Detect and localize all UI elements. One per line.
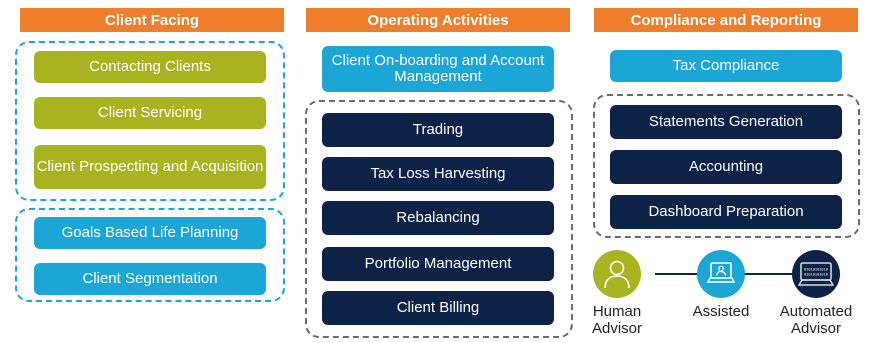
laptop-person-icon bbox=[706, 262, 736, 283]
portfolio-management-box: Portfolio Management bbox=[322, 247, 554, 281]
client-prospecting-box: Client Prospecting and Acquisition bbox=[34, 145, 266, 189]
binary-computer-icon: 01010101010 01010101010 bbox=[798, 262, 834, 286]
accounting-box: Accounting bbox=[610, 150, 842, 184]
client-onboarding-box: Client On-boarding and Account Managemen… bbox=[322, 46, 554, 92]
rebalancing-box: Rebalancing bbox=[322, 201, 554, 235]
human-advisor-label: Human Advisor bbox=[591, 303, 643, 337]
automated-advisor-label: Automated Advisor bbox=[779, 303, 853, 337]
svg-text:01010101010: 01010101010 bbox=[804, 268, 828, 272]
dashboard-preparation-box: Dashboard Preparation bbox=[610, 195, 842, 229]
contacting-clients-box: Contacting Clients bbox=[34, 51, 266, 83]
client-facing-assisted-group bbox=[15, 208, 285, 302]
client-segmentation-box: Client Segmentation bbox=[34, 263, 266, 295]
assisted-label: Assisted bbox=[692, 303, 750, 320]
compliance-automated-group bbox=[593, 94, 860, 238]
svg-text:01010101010: 01010101010 bbox=[804, 273, 828, 277]
statements-generation-box: Statements Generation bbox=[610, 105, 842, 139]
tax-loss-harvesting-box: Tax Loss Harvesting bbox=[322, 157, 554, 191]
assisted-circle bbox=[697, 250, 745, 298]
client-facing-human-group bbox=[15, 41, 285, 201]
operating-automated-group bbox=[305, 100, 573, 338]
automated-advisor-circle: 01010101010 01010101010 bbox=[792, 250, 840, 298]
client-facing-header: Client Facing bbox=[20, 8, 284, 32]
tax-compliance-box: Tax Compliance bbox=[610, 50, 842, 82]
compliance-reporting-header: Compliance and Reporting bbox=[594, 8, 858, 32]
human-advisor-circle bbox=[593, 250, 641, 298]
goals-based-planning-box: Goals Based Life Planning bbox=[34, 217, 266, 249]
person-icon bbox=[604, 260, 630, 289]
client-servicing-box: Client Servicing bbox=[34, 97, 266, 129]
operating-activities-header: Operating Activities bbox=[306, 8, 570, 32]
client-billing-box: Client Billing bbox=[322, 291, 554, 325]
trading-box: Trading bbox=[322, 113, 554, 147]
